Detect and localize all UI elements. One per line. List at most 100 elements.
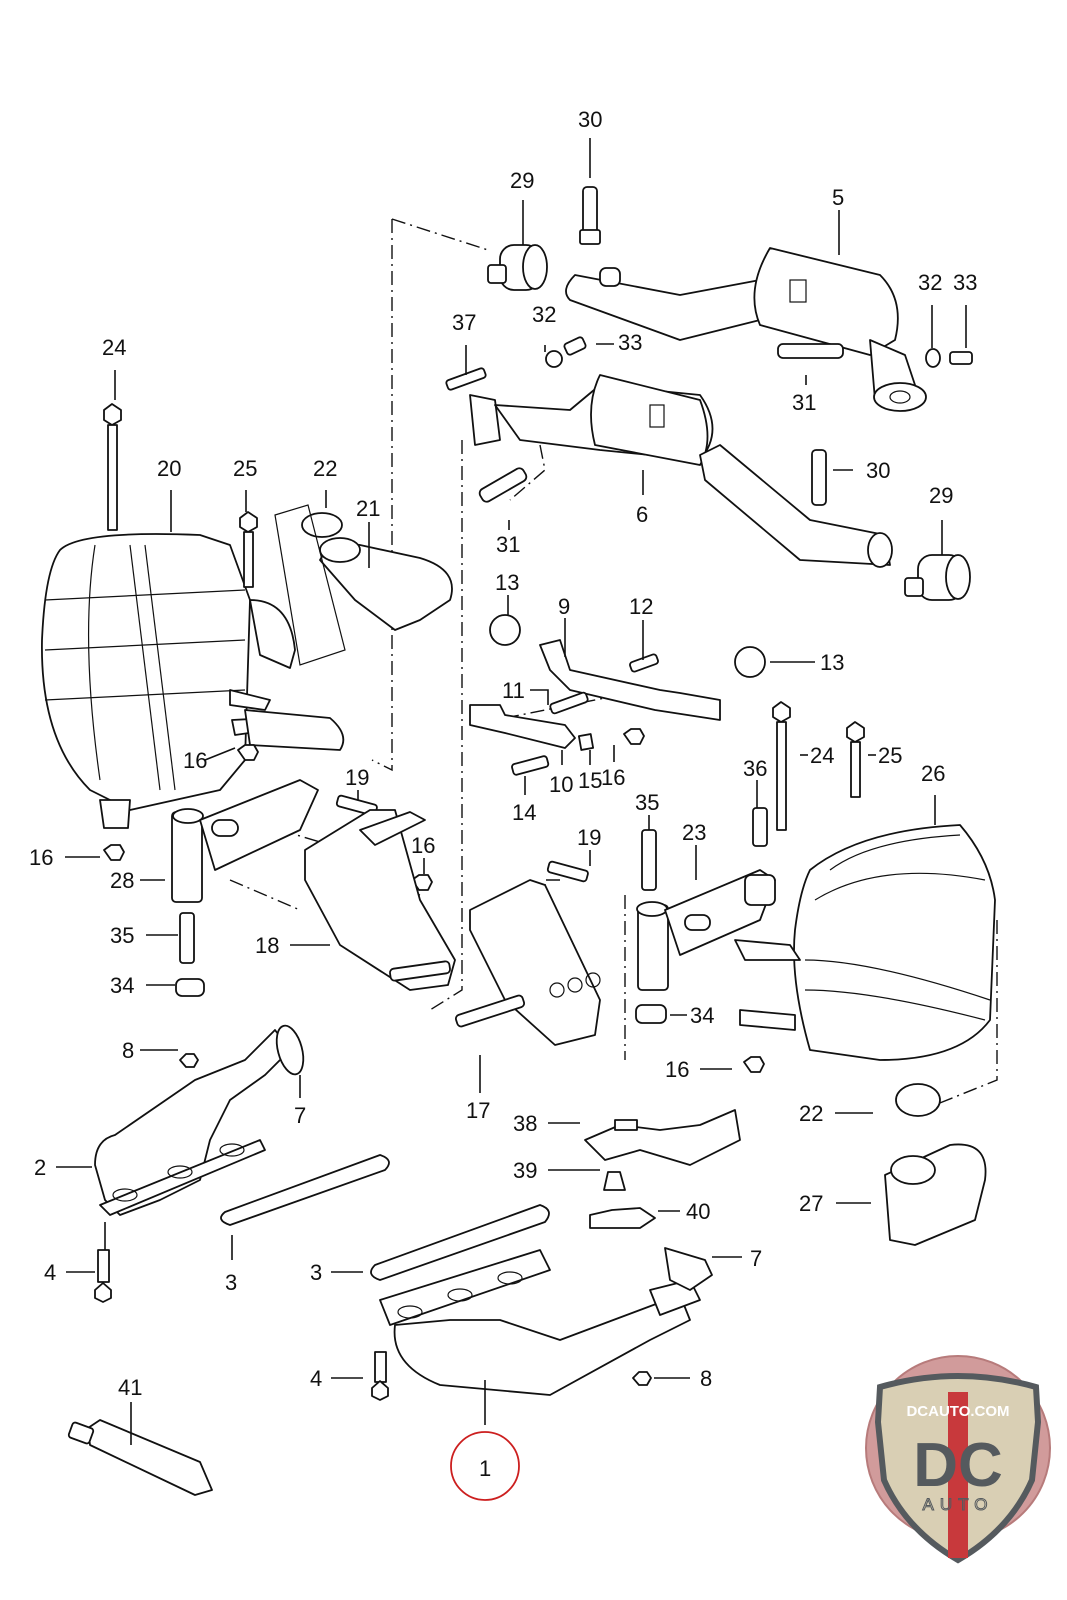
callout-5[interactable]: 5 xyxy=(832,185,844,210)
part-spacer-35-right[interactable] xyxy=(641,829,657,891)
part-bracket-10[interactable] xyxy=(469,704,576,749)
part-grommet-40[interactable] xyxy=(589,1207,656,1229)
callout-33[interactable]: 33 xyxy=(618,330,642,355)
callout-16[interactable]: 16 xyxy=(665,1057,689,1082)
part-nut-16-a[interactable] xyxy=(237,744,259,761)
callout-3[interactable]: 3 xyxy=(225,1270,237,1295)
callout-22[interactable]: 22 xyxy=(313,456,337,481)
callout-19[interactable]: 19 xyxy=(577,825,601,850)
callout-1[interactable]: 1 xyxy=(479,1456,491,1481)
callout-28[interactable]: 28 xyxy=(110,868,134,893)
part-catalytic-converter-5[interactable] xyxy=(565,247,927,412)
part-nut-16-e[interactable] xyxy=(743,1056,765,1073)
part-clamp-29-upper[interactable] xyxy=(487,244,548,291)
part-spacer-35-left[interactable] xyxy=(179,912,195,964)
callout-34[interactable]: 34 xyxy=(690,1003,714,1028)
callout-3[interactable]: 3 xyxy=(310,1260,322,1285)
dcauto-logo[interactable]: DCAUTO.COM DC AUTO xyxy=(865,1355,1051,1564)
callout-38[interactable]: 38 xyxy=(513,1111,537,1136)
part-bolt-24-left[interactable] xyxy=(103,403,122,531)
callout-41[interactable]: 41 xyxy=(118,1375,142,1400)
part-bracket-17[interactable] xyxy=(454,879,601,1046)
part-heat-shield-38[interactable] xyxy=(584,1109,741,1166)
part-clamp-13-right[interactable] xyxy=(734,646,766,678)
part-bolt-4-right[interactable] xyxy=(371,1351,389,1401)
callout-12[interactable]: 12 xyxy=(629,594,653,619)
callout-35[interactable]: 35 xyxy=(635,790,659,815)
callout-31[interactable]: 31 xyxy=(496,532,520,557)
part-sensor-31-left[interactable] xyxy=(478,466,528,503)
callout-9[interactable]: 9 xyxy=(558,594,570,619)
part-spacer-36[interactable] xyxy=(752,807,768,847)
part-mount-23[interactable] xyxy=(636,869,776,991)
callout-31[interactable]: 31 xyxy=(792,390,816,415)
part-clip-22-lower[interactable] xyxy=(895,1083,941,1117)
part-bolt-11[interactable] xyxy=(549,691,589,715)
callout-16[interactable]: 16 xyxy=(29,845,53,870)
callout-11[interactable]: 11 xyxy=(502,678,525,703)
callout-25[interactable]: 25 xyxy=(233,456,257,481)
part-nut-8-right[interactable] xyxy=(632,1371,652,1386)
callout-13[interactable]: 13 xyxy=(495,570,519,595)
part-bolt-33-right[interactable] xyxy=(949,351,973,365)
callout-29[interactable]: 29 xyxy=(510,168,534,193)
part-tailpipe-21[interactable] xyxy=(319,537,453,631)
part-clamp-13-left[interactable] xyxy=(489,614,521,646)
callout-16[interactable]: 16 xyxy=(183,748,207,773)
callout-23[interactable]: 23 xyxy=(682,820,706,845)
part-tailpipe-27[interactable] xyxy=(884,1143,987,1246)
callout-25[interactable]: 25 xyxy=(878,743,902,768)
callout-35[interactable]: 35 xyxy=(110,923,134,948)
part-bolt-25-right[interactable] xyxy=(846,721,865,798)
callout-27[interactable]: 27 xyxy=(799,1191,823,1216)
callout-20[interactable]: 20 xyxy=(157,456,181,481)
part-nut-16-b[interactable] xyxy=(103,844,125,861)
callout-4[interactable]: 4 xyxy=(44,1260,56,1285)
callout-10[interactable]: 10 xyxy=(549,772,573,797)
callout-30[interactable]: 30 xyxy=(866,458,890,483)
callout-26[interactable]: 26 xyxy=(921,761,945,786)
callout-24[interactable]: 24 xyxy=(102,335,126,360)
part-manifold-1[interactable] xyxy=(379,1249,701,1396)
part-bolt-33-left[interactable] xyxy=(563,336,587,356)
callout-24[interactable]: 24 xyxy=(810,743,834,768)
part-gasket-3-left[interactable] xyxy=(220,1154,390,1226)
part-sensor-30-upper[interactable] xyxy=(579,186,601,245)
callout-37[interactable]: 37 xyxy=(452,310,476,335)
callout-4[interactable]: 4 xyxy=(310,1366,322,1391)
callout-32[interactable]: 32 xyxy=(918,270,942,295)
part-nut-16-d[interactable] xyxy=(623,728,645,745)
callout-32[interactable]: 32 xyxy=(532,302,556,327)
callout-8[interactable]: 8 xyxy=(700,1366,712,1391)
callout-39[interactable]: 39 xyxy=(513,1158,537,1183)
part-sensor-30-right[interactable] xyxy=(811,449,827,506)
part-bushing-34-right[interactable] xyxy=(635,1004,667,1024)
callout-36[interactable]: 36 xyxy=(743,756,767,781)
part-sensor-31-right[interactable] xyxy=(777,343,844,359)
part-gasket-7-left[interactable] xyxy=(272,1023,308,1078)
part-bracket-9[interactable] xyxy=(539,639,721,721)
part-bolt-24-right[interactable] xyxy=(772,701,791,831)
part-plate-15[interactable] xyxy=(577,733,595,751)
part-manifold-2[interactable] xyxy=(94,1029,291,1216)
part-bolt-25-left[interactable] xyxy=(239,511,258,588)
callout-7[interactable]: 7 xyxy=(750,1246,762,1271)
callout-40[interactable]: 40 xyxy=(686,1199,710,1224)
callout-14[interactable]: 14 xyxy=(512,800,536,825)
part-washer-32-right[interactable] xyxy=(925,348,941,368)
part-bushing-34-left[interactable] xyxy=(175,978,205,997)
callout-19[interactable]: 19 xyxy=(345,765,369,790)
callout-8[interactable]: 8 xyxy=(122,1038,134,1063)
callout-15[interactable]: 15 xyxy=(578,768,602,793)
callout-22[interactable]: 22 xyxy=(799,1101,823,1126)
part-washer-32-left[interactable] xyxy=(545,350,563,368)
callout-7[interactable]: 7 xyxy=(294,1103,306,1128)
part-bolt-4-left[interactable] xyxy=(94,1249,112,1303)
part-muffler-26[interactable] xyxy=(734,824,996,1061)
callout-16[interactable]: 16 xyxy=(411,833,435,858)
part-bolt-37[interactable] xyxy=(445,367,487,391)
part-gasket-3-right[interactable] xyxy=(370,1204,550,1281)
part-gasket-7-right[interactable] xyxy=(664,1247,713,1291)
callout-17[interactable]: 17 xyxy=(466,1098,490,1123)
callout-18[interactable]: 18 xyxy=(255,933,279,958)
